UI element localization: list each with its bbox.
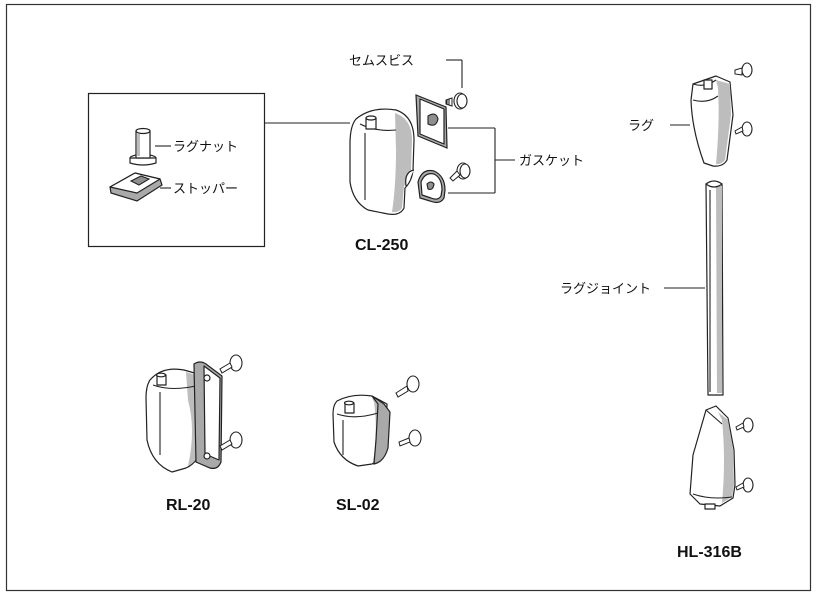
screw-icon-10	[398, 429, 422, 447]
screw-icon-4	[734, 121, 753, 137]
model-sl02: SL-02	[336, 497, 380, 514]
model-hl316b: HL-316B	[677, 544, 742, 561]
hl316b-lug-icon	[690, 75, 734, 167]
screw-icon-2	[449, 162, 471, 182]
lug-joint-icon	[705, 180, 724, 396]
outer-frame	[5, 3, 812, 592]
screw-icon-9	[395, 375, 420, 398]
hl316b-lug-icon-2	[689, 405, 736, 510]
screw-icon-3	[734, 62, 753, 78]
screw-icon-6	[735, 477, 754, 493]
screw-icon-5	[735, 417, 754, 433]
stopper-icon	[109, 172, 163, 202]
stopper-label: ストッパー	[173, 182, 238, 197]
inset-box	[87, 92, 266, 248]
screw-icon-7	[219, 354, 243, 374]
lug-joint-label: ラグジョイント	[560, 282, 651, 297]
gasket-icon	[415, 94, 448, 149]
lug-nut-label: ラグナット	[173, 140, 238, 155]
model-cl250: CL-250	[355, 237, 408, 254]
semusubisu-label: セムスビス	[349, 54, 414, 69]
gasket-label: ガスケット	[519, 154, 584, 169]
lug-label: ラグ	[628, 119, 654, 134]
gasket-icon-2	[417, 169, 446, 204]
gasket-icon-3	[193, 361, 223, 469]
screw-icon	[445, 92, 468, 110]
gasket-icon-4	[371, 395, 391, 465]
screw-icon-8	[219, 431, 243, 451]
model-rl20: RL-20	[166, 497, 211, 514]
cl250-lug-icon	[349, 108, 415, 215]
lug-nut-icon	[129, 127, 157, 166]
